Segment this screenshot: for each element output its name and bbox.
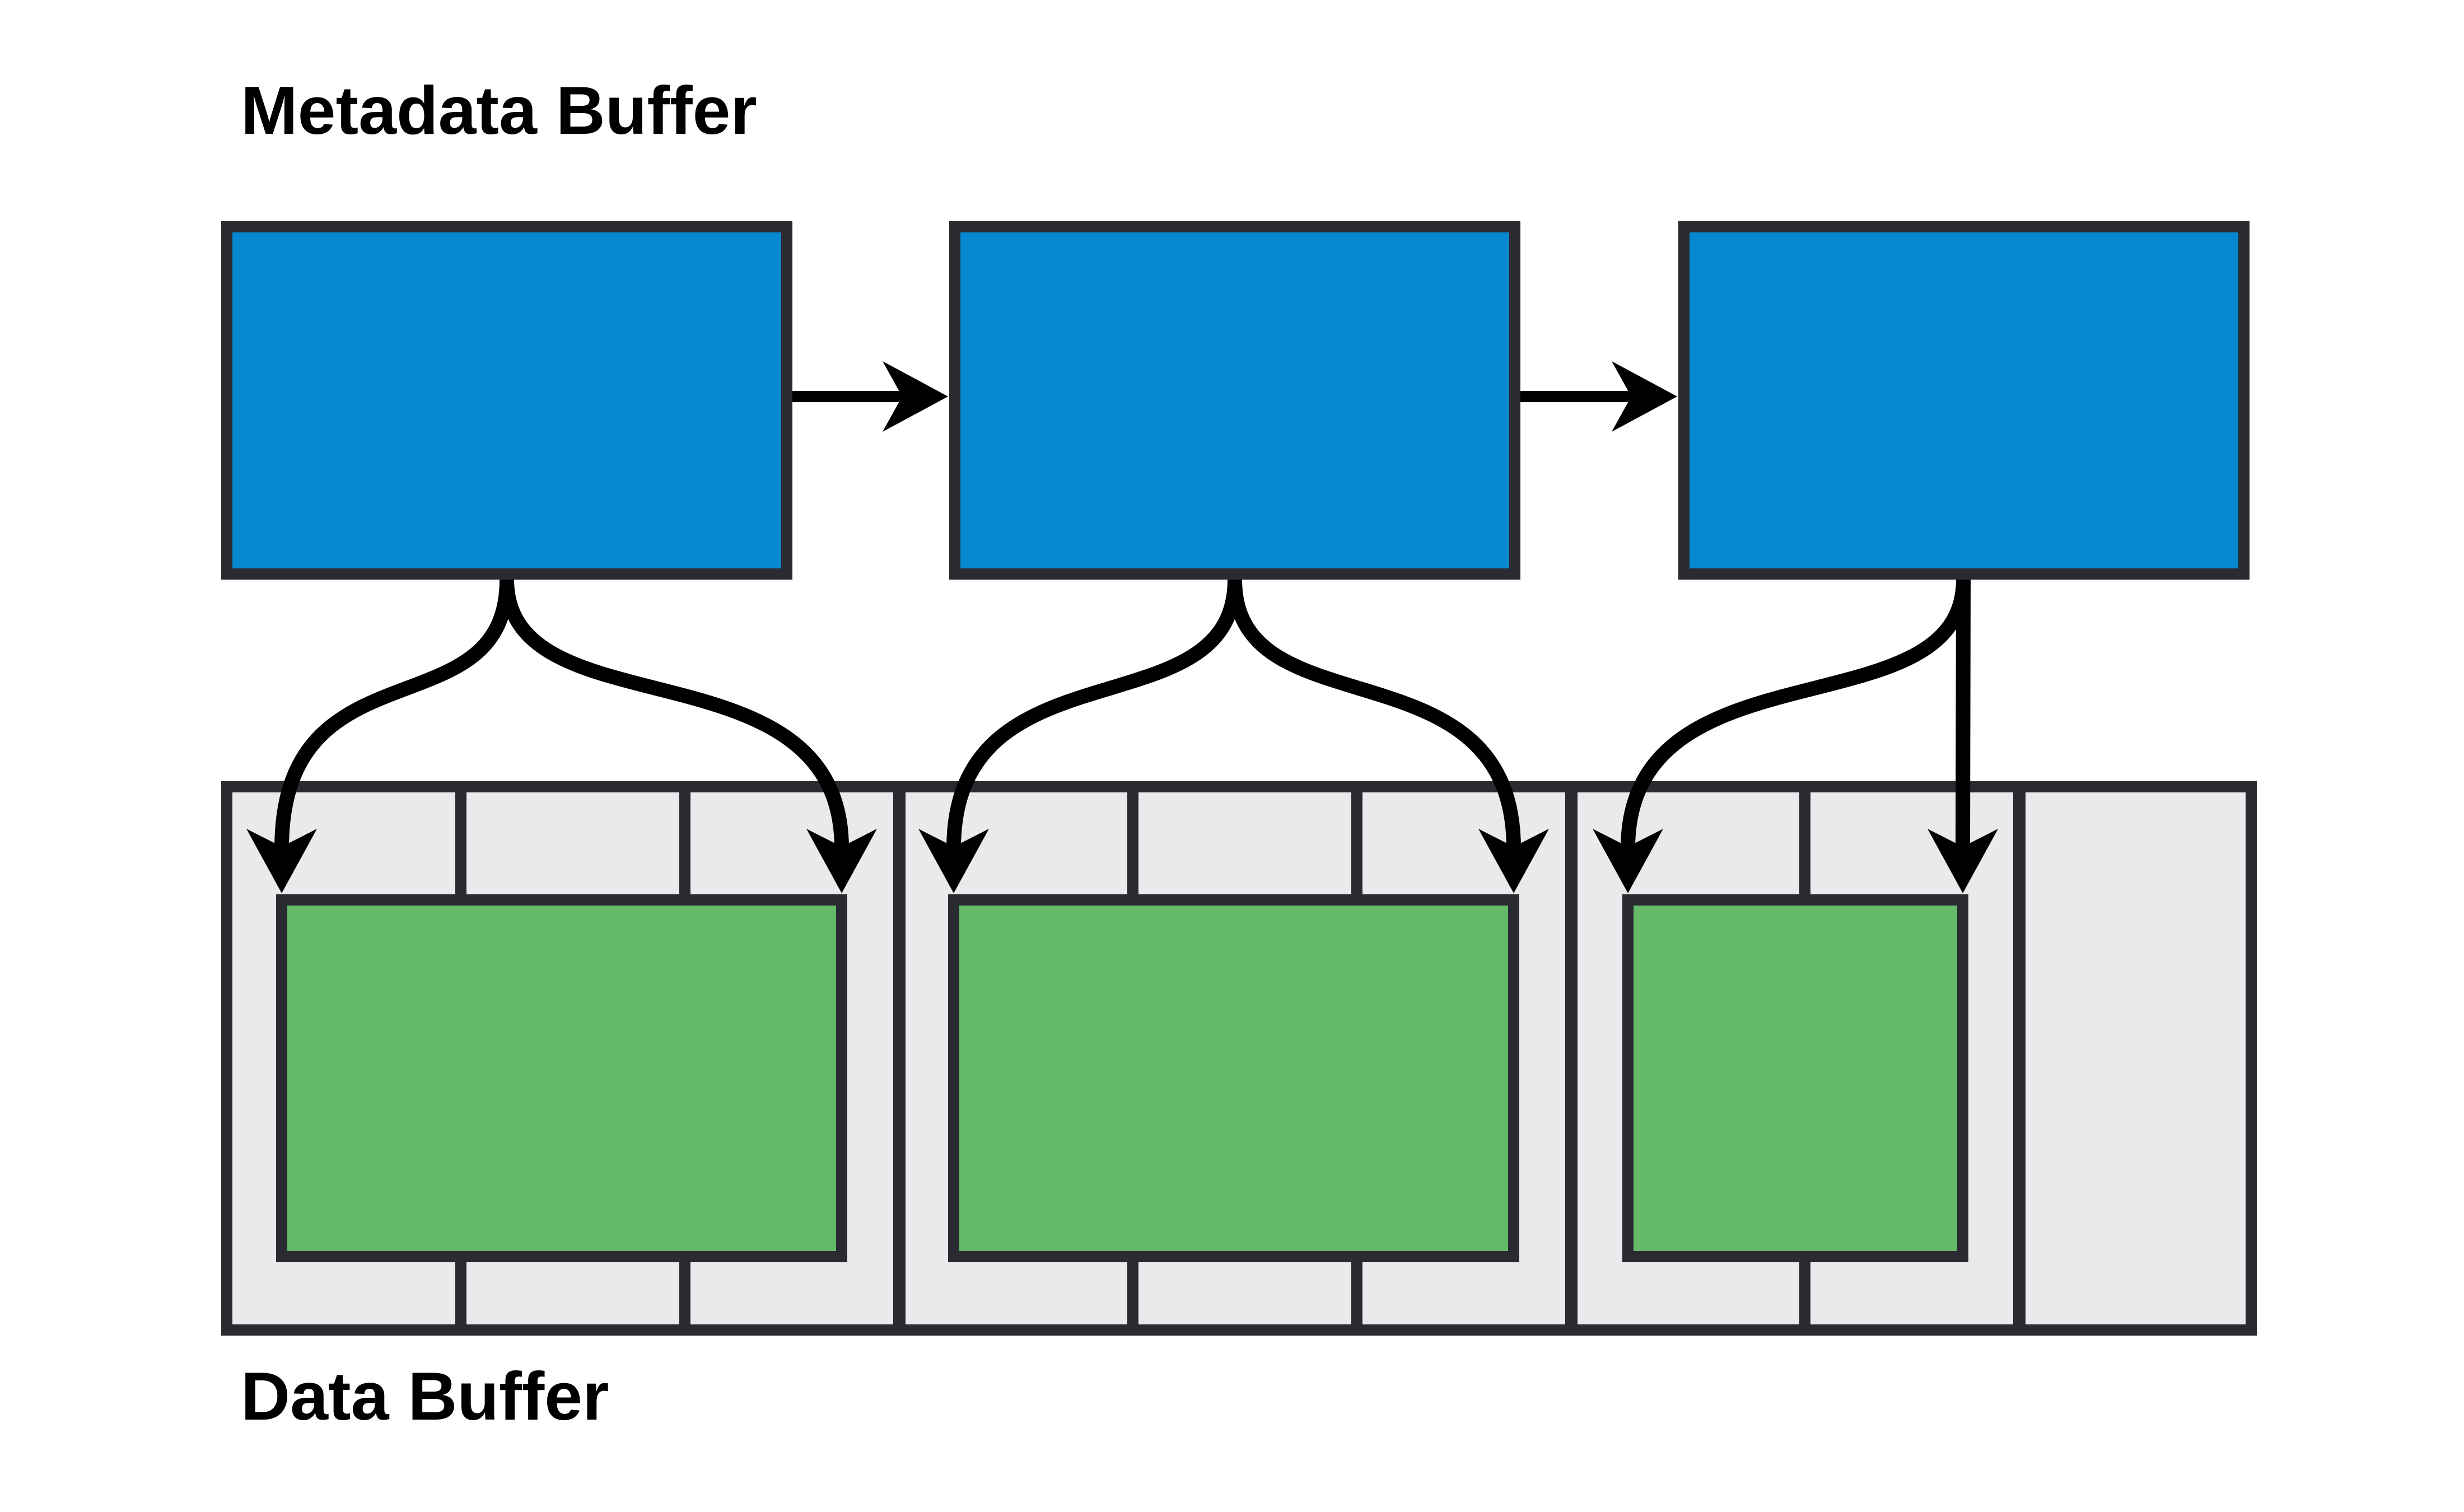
data-buffer-band [221, 781, 2257, 1336]
metadata-node-2 [949, 221, 1520, 580]
segment-separator-2 [1565, 792, 1578, 1324]
cell-divider-top-4 [1127, 792, 1138, 906]
cell-divider-bottom-1 [455, 1262, 466, 1324]
data-buffer-cells [232, 792, 2246, 1324]
cell-divider-top-1 [455, 792, 466, 906]
data-buffer-title: Data Buffer [241, 1358, 609, 1434]
right-arrowhead-icon-node2-node3 [1612, 361, 1677, 432]
metadata-node-1 [221, 221, 792, 580]
cell-divider-bottom-7 [1799, 1262, 1810, 1324]
data-extent-2 [948, 894, 1519, 1262]
data-extent-3 [1622, 894, 1968, 1262]
cell-divider-top-2 [679, 792, 690, 906]
right-arrowhead-icon-node1-node2 [883, 361, 948, 432]
cell-divider-bottom-4 [1127, 1262, 1138, 1324]
metadata-buffer-title: Metadata Buffer [241, 72, 757, 148]
cell-divider-bottom-5 [1351, 1262, 1362, 1324]
segment-separator-1 [893, 792, 906, 1324]
cell-divider-top-7 [1799, 792, 1810, 906]
cell-divider-bottom-2 [679, 1262, 690, 1324]
metadata-node-3 [1678, 221, 2250, 580]
segment-separator-3 [2013, 792, 2026, 1324]
cell-divider-top-5 [1351, 792, 1362, 906]
data-extent-1 [276, 894, 847, 1262]
